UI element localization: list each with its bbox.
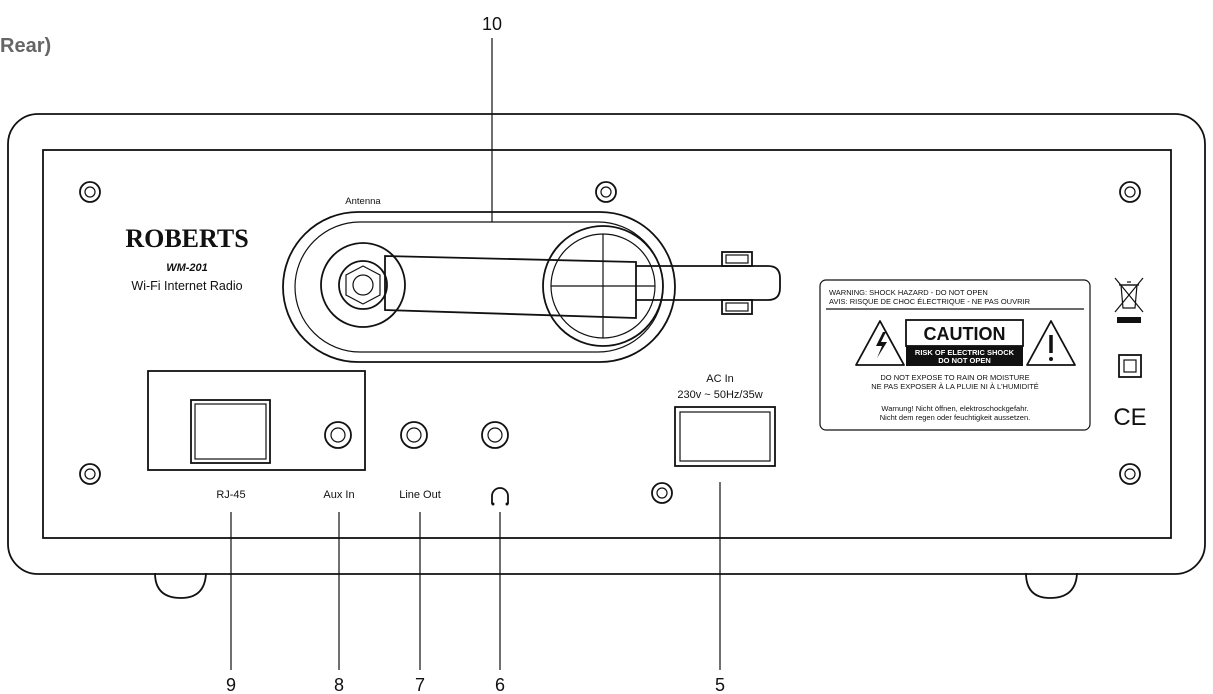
ce-mark: CE bbox=[1113, 404, 1146, 431]
crossed-bin-icon bbox=[1114, 277, 1144, 323]
caution-sub-2: DO NOT OPEN bbox=[938, 356, 991, 365]
caution-title: CAUTION bbox=[924, 324, 1006, 344]
caution-banner bbox=[906, 346, 1023, 366]
line-out-label: Line Out bbox=[399, 489, 441, 501]
section-title: Rear) bbox=[0, 35, 51, 57]
lightning-warning-icon bbox=[855, 320, 905, 366]
outer-case bbox=[7, 113, 1206, 575]
foot-left bbox=[154, 572, 207, 599]
warning-line-1: WARNING: SHOCK HAZARD - DO NOT OPEN bbox=[829, 288, 988, 297]
caution-sub-1: RISK OF ELECTRIC SHOCK bbox=[915, 348, 1015, 357]
ac-inlet bbox=[674, 406, 776, 467]
port-panel bbox=[147, 370, 366, 471]
product-subtitle: Wi-Fi Internet Radio bbox=[131, 279, 242, 293]
screw-icon bbox=[79, 463, 101, 485]
warning-line-4: NE PAS EXPOSER À LA PLUIE NI À L'HUMIDIT… bbox=[871, 382, 1039, 391]
warning-label: WARNING: SHOCK HAZARD - DO NOT OPEN AVIS… bbox=[819, 279, 1091, 431]
screw-icon bbox=[79, 181, 101, 203]
warning-line-6: Nicht dem regen oder feuchtigkeit ausset… bbox=[880, 413, 1031, 422]
screw-icon bbox=[1119, 463, 1141, 485]
callout-5: 5 bbox=[715, 675, 725, 694]
antenna-label: Antenna bbox=[345, 196, 381, 207]
exclamation-warning-icon bbox=[1026, 320, 1076, 366]
ac-rating: 230v ~ 50Hz/35w bbox=[677, 389, 762, 401]
rj45-socket bbox=[190, 399, 271, 464]
warning-line-5: Warnung! Nicht öffnen, elektroschockgefa… bbox=[881, 404, 1028, 413]
brand-logo: ROBERTS bbox=[125, 224, 248, 253]
rj45-label: RJ-45 bbox=[216, 489, 245, 501]
double-square-icon bbox=[1118, 354, 1142, 378]
screw-icon bbox=[1119, 181, 1141, 203]
headphone-icon bbox=[491, 487, 509, 506]
callout-6: 6 bbox=[495, 675, 505, 694]
ac-in-label: AC In bbox=[706, 373, 734, 385]
headphone-jack bbox=[481, 421, 509, 449]
screw-icon bbox=[651, 482, 673, 504]
screw-icon bbox=[595, 181, 617, 203]
foot-right bbox=[1025, 572, 1078, 599]
antenna-housing bbox=[282, 211, 781, 363]
back-plate bbox=[42, 149, 1172, 539]
warning-line-2: AVIS: RISQUE DE CHOC ÉLECTRIQUE - NE PAS… bbox=[829, 297, 1031, 306]
line-out-jack bbox=[400, 421, 428, 449]
model-name: WM-201 bbox=[166, 262, 208, 274]
callout-8: 8 bbox=[334, 675, 344, 694]
warning-line-3: DO NOT EXPOSE TO RAIN OR MOISTURE bbox=[880, 373, 1029, 382]
callout-10: 10 bbox=[482, 14, 502, 34]
aux-in-jack bbox=[324, 421, 352, 449]
callout-9: 9 bbox=[226, 675, 236, 694]
callout-7: 7 bbox=[415, 675, 425, 694]
aux-in-label: Aux In bbox=[323, 489, 354, 501]
